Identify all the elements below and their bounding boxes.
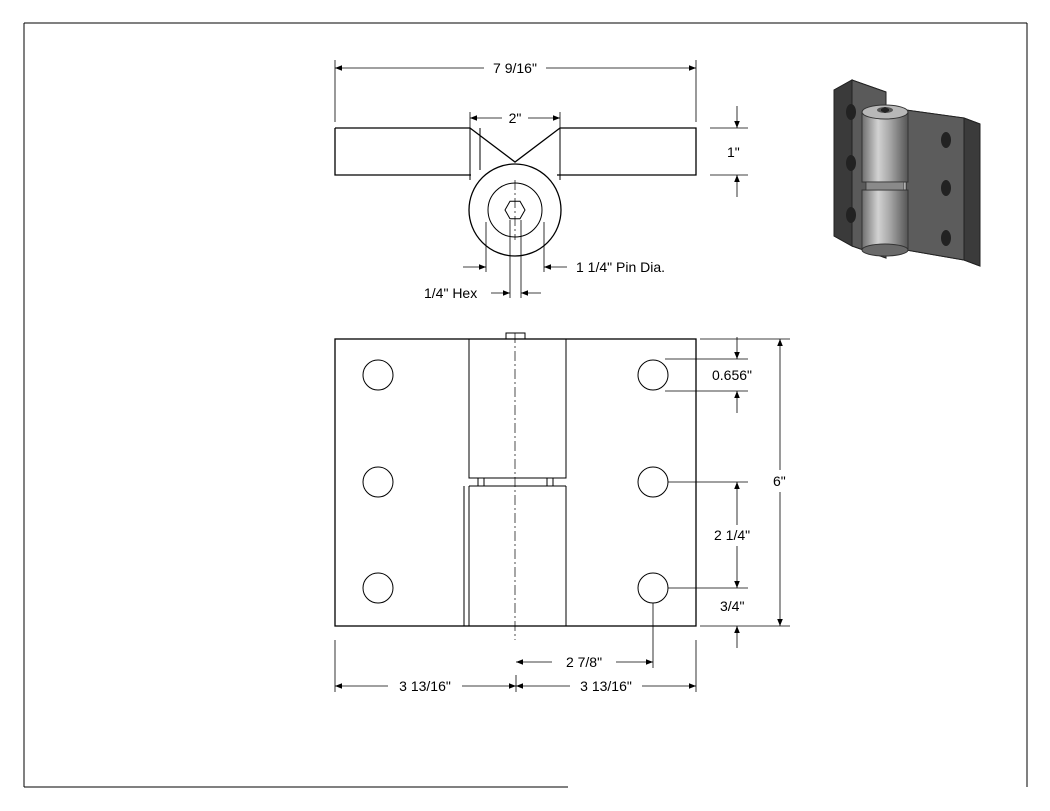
dim-bottom-hole-offset: 3/4" — [720, 598, 744, 648]
dim-knuckle-width: 2" — [469, 110, 561, 128]
screw-hole — [362, 359, 394, 391]
dim-hex-label: 1/4" Hex — [424, 285, 477, 301]
screw-hole — [362, 466, 394, 498]
dim-overall-width: 7 9/16" — [334, 60, 697, 122]
front-view-holes — [362, 359, 669, 604]
isometric-render — [833, 79, 981, 267]
dim-hole-spacing-label: 2 1/4" — [714, 527, 750, 543]
dim-pin-diameter: 1 1/4" Pin Dia. — [463, 222, 665, 275]
dim-hole-edge-offset-label: 0.656" — [712, 367, 752, 383]
dim-hex: 1/4" Hex — [424, 220, 541, 301]
screw-hole — [637, 572, 669, 604]
dim-leaf-thickness: 1" — [710, 106, 748, 197]
hex-socket — [504, 200, 526, 220]
dim-leaf-widths: 3 13/16" 3 13/16" — [334, 640, 697, 694]
top-view: 7 9/16" 2" 1" 1 1/4" Pin Dia. — [334, 60, 748, 301]
dim-overall-width-label: 7 9/16" — [493, 60, 537, 76]
dim-overall-height: 6" — [700, 338, 790, 627]
dim-overall-height-label: 6" — [773, 473, 786, 489]
dim-hole-edge-offset: 0.656" — [665, 337, 752, 413]
dim-right-leaf-width-label: 3 13/16" — [580, 678, 632, 694]
sheet-border — [23, 22, 1028, 788]
front-view: 0.656" 6" 2 1/4" 3/4" 2 7/8" — [334, 332, 790, 694]
top-view-leaves — [334, 127, 697, 180]
dim-hole-to-pin-center-label: 2 7/8" — [566, 654, 602, 670]
screw-hole — [637, 466, 669, 498]
pin-head — [505, 332, 526, 340]
dim-left-leaf-width-label: 3 13/16" — [399, 678, 451, 694]
dim-bottom-hole-offset-label: 3/4" — [720, 598, 744, 614]
top-view-knuckle — [468, 163, 562, 257]
dim-knuckle-width-label: 2" — [509, 110, 522, 126]
dim-pin-diameter-label: 1 1/4" Pin Dia. — [576, 259, 665, 275]
dim-hole-to-pin-center: 2 7/8" — [516, 603, 654, 670]
dim-hole-spacing: 2 1/4" — [668, 481, 750, 589]
dim-leaf-thickness-label: 1" — [727, 144, 740, 160]
screw-hole — [637, 359, 669, 391]
front-view-barrel — [463, 332, 567, 640]
screw-hole — [362, 572, 394, 604]
